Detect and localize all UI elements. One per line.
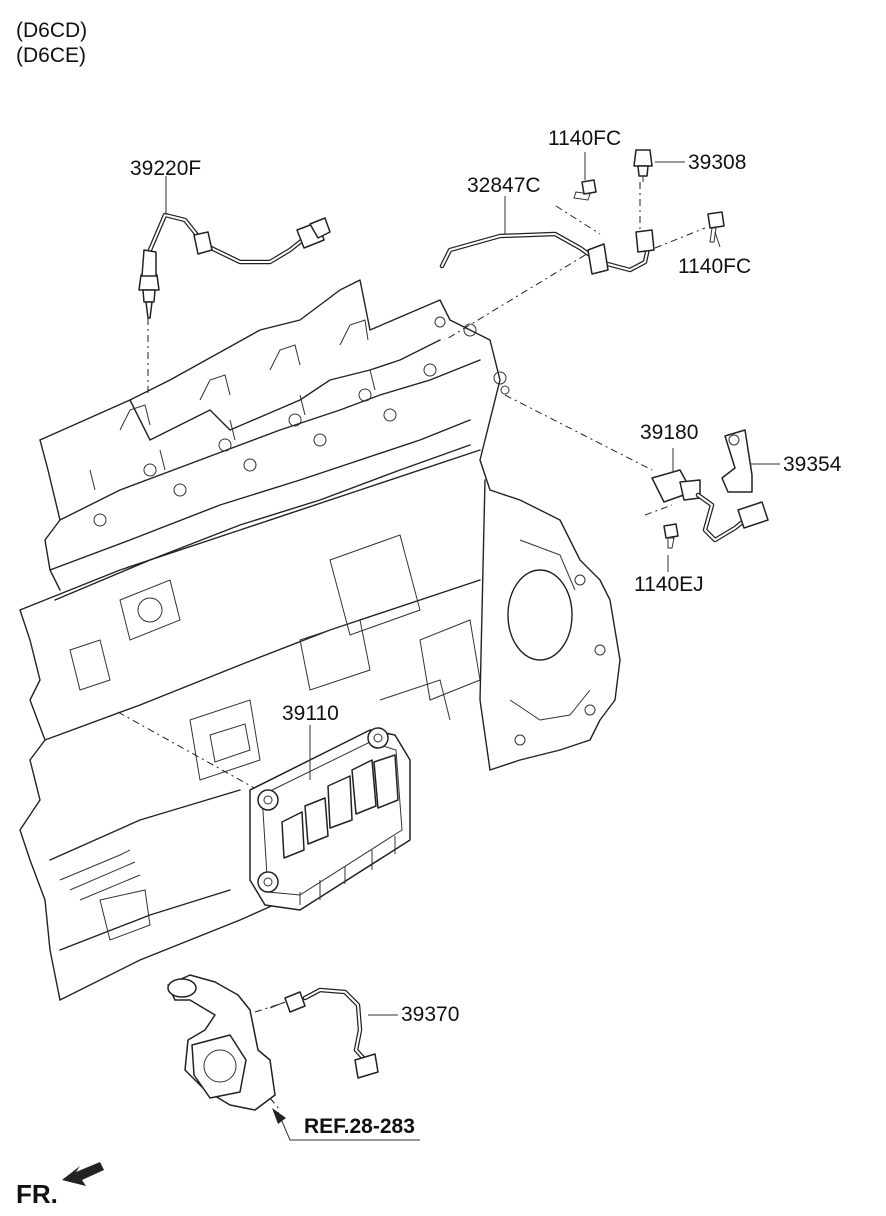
- front-marker: FR.: [16, 1179, 58, 1209]
- part-label-1140FC-right: 1140FC: [678, 255, 752, 278]
- reference-label: REF.28-283: [304, 1115, 415, 1138]
- label-leaders: [165, 152, 780, 1016]
- tube-32847C-drawing: [439, 149, 725, 275]
- variant-d6cd: (D6CD): [16, 19, 88, 42]
- part-label-39308: 39308: [688, 151, 747, 174]
- part-label-39220F: 39220F: [130, 157, 202, 180]
- sensor-39220F-drawing: [138, 212, 331, 319]
- part-label-39354: 39354: [783, 453, 842, 476]
- part-label-39180: 39180: [640, 421, 699, 444]
- sensor-39370-drawing: [167, 974, 420, 1141]
- part-label-1140FC-top: 1140FC: [548, 127, 622, 150]
- part-label-1140EJ: 1140EJ: [634, 573, 704, 596]
- part-label-39370: 39370: [401, 1003, 460, 1026]
- leader-lines: [117, 182, 706, 1111]
- variant-d6ce: (D6CE): [16, 44, 87, 67]
- ecu-39110-drawing: [249, 727, 411, 911]
- sensor-39180-drawing: [651, 429, 769, 549]
- part-label-32847C: 32847C: [467, 174, 541, 197]
- part-label-39110: 39110: [282, 702, 339, 725]
- front-arrow-icon: [62, 1162, 104, 1186]
